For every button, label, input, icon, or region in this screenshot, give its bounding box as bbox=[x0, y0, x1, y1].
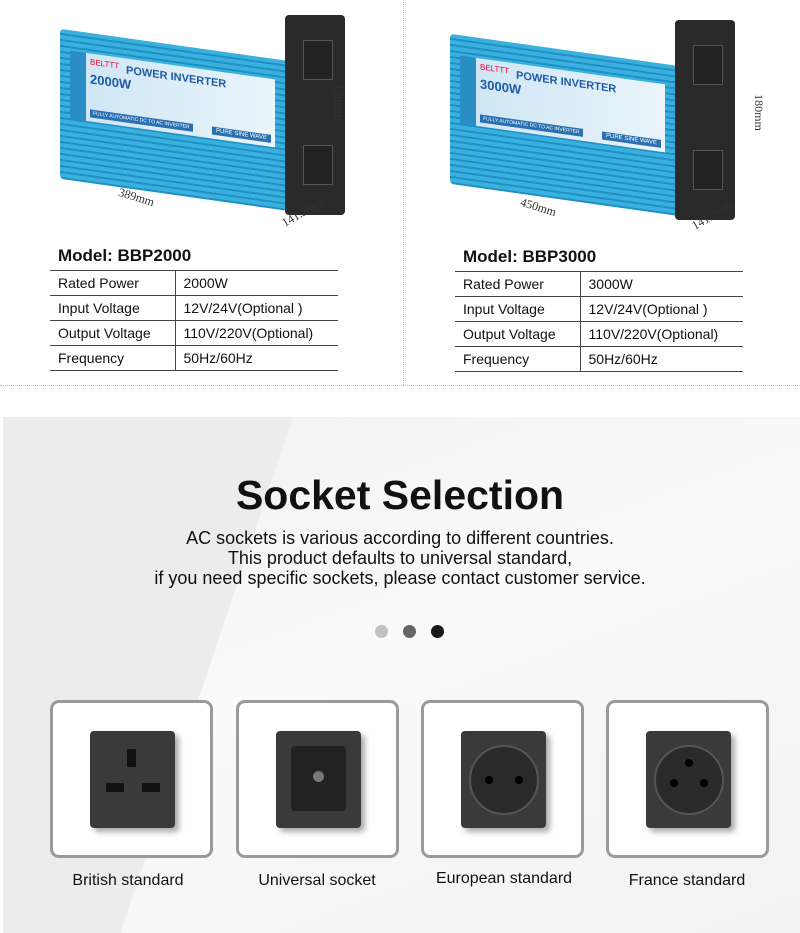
inverter-image-bbp3000: BELTTT POWER INVERTER 3000W FULLY AUTOMA… bbox=[430, 20, 735, 220]
socket-label: Universal socket bbox=[258, 872, 376, 889]
section-title: Socket Selection bbox=[235, 472, 565, 518]
vertical-divider bbox=[403, 0, 404, 385]
spec-value: 50Hz/60Hz bbox=[580, 346, 743, 372]
spec-value: 12V/24V(Optional ) bbox=[175, 295, 338, 321]
spec-value: 3000W bbox=[580, 271, 743, 297]
spec-key: Input Voltage bbox=[50, 295, 176, 321]
spec-value: 2000W bbox=[175, 270, 338, 296]
spec-key: Output Voltage bbox=[50, 320, 176, 346]
spec-key: Frequency bbox=[50, 345, 176, 371]
desc-line: AC sockets is various according to diffe… bbox=[186, 528, 614, 548]
desc-line: if you need specific sockets, please con… bbox=[154, 568, 646, 588]
decor-dot bbox=[431, 625, 444, 638]
dim-height: 180mm bbox=[331, 84, 346, 121]
model-title: Model: BBP2000 bbox=[58, 246, 192, 265]
horizontal-divider bbox=[0, 385, 800, 386]
decor-dot bbox=[375, 625, 388, 638]
socket-label: France standard bbox=[628, 872, 746, 889]
model-title: Model: BBP3000 bbox=[463, 247, 597, 266]
socket-label: British standard bbox=[72, 872, 184, 889]
spec-value: 110V/220V(Optional) bbox=[580, 321, 743, 347]
spec-key: Input Voltage bbox=[455, 296, 581, 322]
france-socket-icon bbox=[646, 731, 731, 828]
spec-key: Output Voltage bbox=[455, 321, 581, 347]
socket-card-british bbox=[50, 700, 213, 858]
section-description: AC sockets is various according to diffe… bbox=[0, 528, 800, 588]
brand-logo: BELTTT bbox=[480, 62, 510, 76]
spec-key: Rated Power bbox=[50, 270, 176, 296]
spec-key: Frequency bbox=[455, 346, 581, 372]
universal-socket-icon bbox=[276, 731, 361, 828]
dim-height: 180mm bbox=[751, 94, 766, 131]
socket-label: European standard bbox=[435, 870, 573, 887]
socket-card-france bbox=[606, 700, 769, 858]
inverter-image-bbp2000: BELTTT POWER INVERTER 2000W FULLY AUTOMA… bbox=[40, 15, 345, 215]
socket-card-european bbox=[421, 700, 584, 858]
socket-card-universal bbox=[236, 700, 399, 858]
desc-line: This product defaults to universal stand… bbox=[227, 548, 573, 568]
british-socket-icon bbox=[90, 731, 175, 828]
spec-value: 110V/220V(Optional) bbox=[175, 320, 338, 346]
decor-dot bbox=[403, 625, 416, 638]
spec-value: 12V/24V(Optional ) bbox=[580, 296, 743, 322]
spec-value: 50Hz/60Hz bbox=[175, 345, 338, 371]
spec-key: Rated Power bbox=[455, 271, 581, 297]
european-socket-icon bbox=[461, 731, 546, 828]
brand-logo: BELTTT bbox=[90, 57, 120, 71]
